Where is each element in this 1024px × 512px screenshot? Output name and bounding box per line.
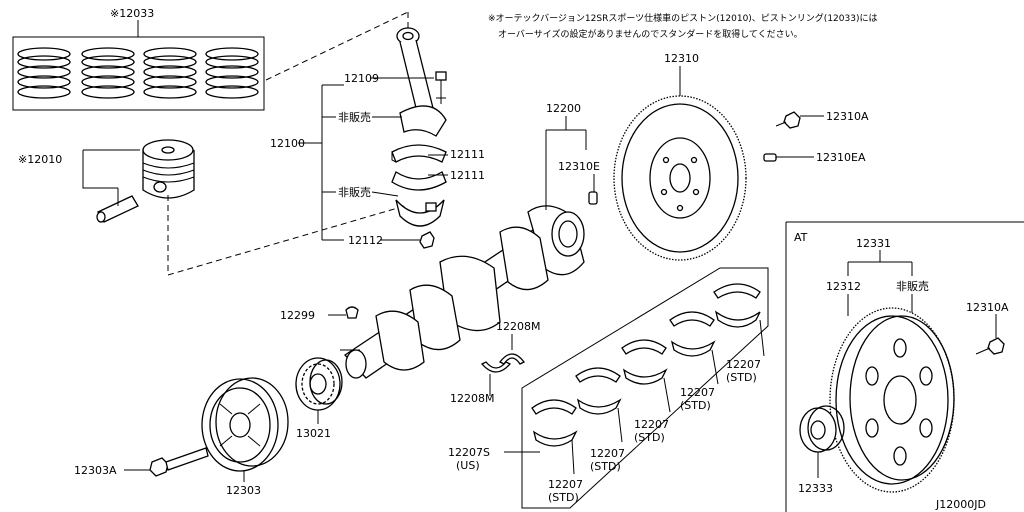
- label-main-bearing-5-sub: (STD): [548, 491, 579, 504]
- label-flywheel-bolt: 12310A: [826, 110, 869, 123]
- label-thrust-washer-lower: 12208M: [450, 392, 494, 405]
- piston-ring-stack-3: [143, 47, 197, 99]
- drive-plate-bolt[interactable]: [975, 337, 1005, 355]
- pilot-pin[interactable]: [588, 191, 598, 205]
- piston-ring-stack-1: [17, 47, 71, 99]
- label-key: 12299: [280, 309, 315, 322]
- label-pilot-pin: 12310E: [558, 160, 600, 173]
- flywheel-bolt[interactable]: [775, 111, 801, 129]
- label-main-bearing-2: 12207: [680, 386, 715, 399]
- label-at-section: AT: [794, 231, 808, 244]
- piston-pin[interactable]: [96, 195, 139, 223]
- label-piston-rings: ※12033: [110, 7, 154, 20]
- conrod-bolt[interactable]: [435, 71, 447, 104]
- label-main-bearing-us-sub: (US): [456, 459, 480, 472]
- label-pulley-bolt: 12303A: [74, 464, 117, 477]
- crank-sprocket[interactable]: [295, 357, 343, 411]
- label-flywheel-bolt-e: 12310EA: [816, 151, 866, 164]
- label-main-bearing-3-sub: (STD): [634, 431, 665, 444]
- conrod-bearing-lower[interactable]: [391, 171, 447, 191]
- main-bearing-pair-1[interactable]: [713, 283, 761, 328]
- label-main-bearing-3: 12207: [634, 418, 669, 431]
- label-not-sold-2: 非販売: [338, 186, 371, 199]
- at-section-box: [785, 221, 1024, 512]
- label-flywheel: 12310: [664, 52, 699, 65]
- woodruff-key[interactable]: [345, 306, 359, 319]
- label-main-bearing-1: 12207: [726, 358, 761, 371]
- label-drive-plate: 12312: [826, 280, 861, 293]
- conrod-nut[interactable]: [419, 231, 435, 249]
- figure-code: J12000JD: [935, 498, 986, 511]
- label-conrod-assy: 12100: [270, 137, 305, 150]
- label-thrust-washer-upper: 12208M: [496, 320, 540, 333]
- connecting-rod[interactable]: [396, 27, 447, 137]
- label-piston: ※12010: [18, 153, 62, 166]
- pulley-bolt[interactable]: [149, 447, 209, 477]
- drive-plate[interactable]: [829, 307, 955, 493]
- label-bearing-lower: 12111: [450, 169, 485, 182]
- note-line-2: オーバーサイズの設定がありませんのでスタンダードを取得してください。: [498, 28, 803, 40]
- label-bearing-upper: 12111: [450, 148, 485, 161]
- thrust-washer-upper[interactable]: [499, 353, 525, 365]
- label-main-bearing-2-sub: (STD): [680, 399, 711, 412]
- label-reinforcement: 12333: [798, 482, 833, 495]
- thrust-washer-lower[interactable]: [480, 361, 512, 373]
- label-sprocket: 13021: [296, 427, 331, 440]
- main-bearing-pair-4[interactable]: [575, 367, 622, 415]
- main-bearing-pair-3[interactable]: [621, 339, 668, 385]
- label-pulley: 12303: [226, 484, 261, 497]
- main-bearing-box: [521, 267, 769, 509]
- label-drive-plate-bolt: 12310A: [966, 301, 1009, 314]
- note-line-1: ※オーテックバージョン12SRスポーツ仕様車のピストン(12010)、ピストンリ…: [488, 12, 877, 24]
- main-bearing-pair-2[interactable]: [669, 311, 716, 357]
- conrod-cap[interactable]: [395, 199, 445, 227]
- conrod-bearing-upper[interactable]: [391, 144, 447, 163]
- label-main-bearing-4-sub: (STD): [590, 460, 621, 473]
- label-main-bearing-us: 12207S: [448, 446, 490, 459]
- label-main-bearing-4: 12207: [590, 447, 625, 460]
- piston-ring-stack-2: [81, 47, 135, 99]
- piston-ring-set[interactable]: [12, 36, 265, 111]
- main-bearing-pair-5[interactable]: [531, 399, 578, 447]
- piston[interactable]: [142, 139, 195, 199]
- label-main-bearing-5: 12207: [548, 478, 583, 491]
- crankshaft[interactable]: [340, 205, 585, 379]
- flywheel[interactable]: [613, 95, 747, 261]
- label-drive-plate-assy: 12331: [856, 237, 891, 250]
- label-not-sold-3: 非販売: [896, 280, 929, 293]
- flywheel-dowel[interactable]: [763, 153, 777, 162]
- label-crankshaft: 12200: [546, 102, 581, 115]
- label-main-bearing-1-sub: (STD): [726, 371, 757, 384]
- label-conrod-nut: 12112: [348, 234, 383, 247]
- crank-pulley[interactable]: [201, 377, 289, 472]
- label-not-sold-1: 非販売: [338, 111, 371, 124]
- label-conrod-bolt: 12109: [344, 72, 379, 85]
- piston-ring-stack-4: [205, 47, 259, 99]
